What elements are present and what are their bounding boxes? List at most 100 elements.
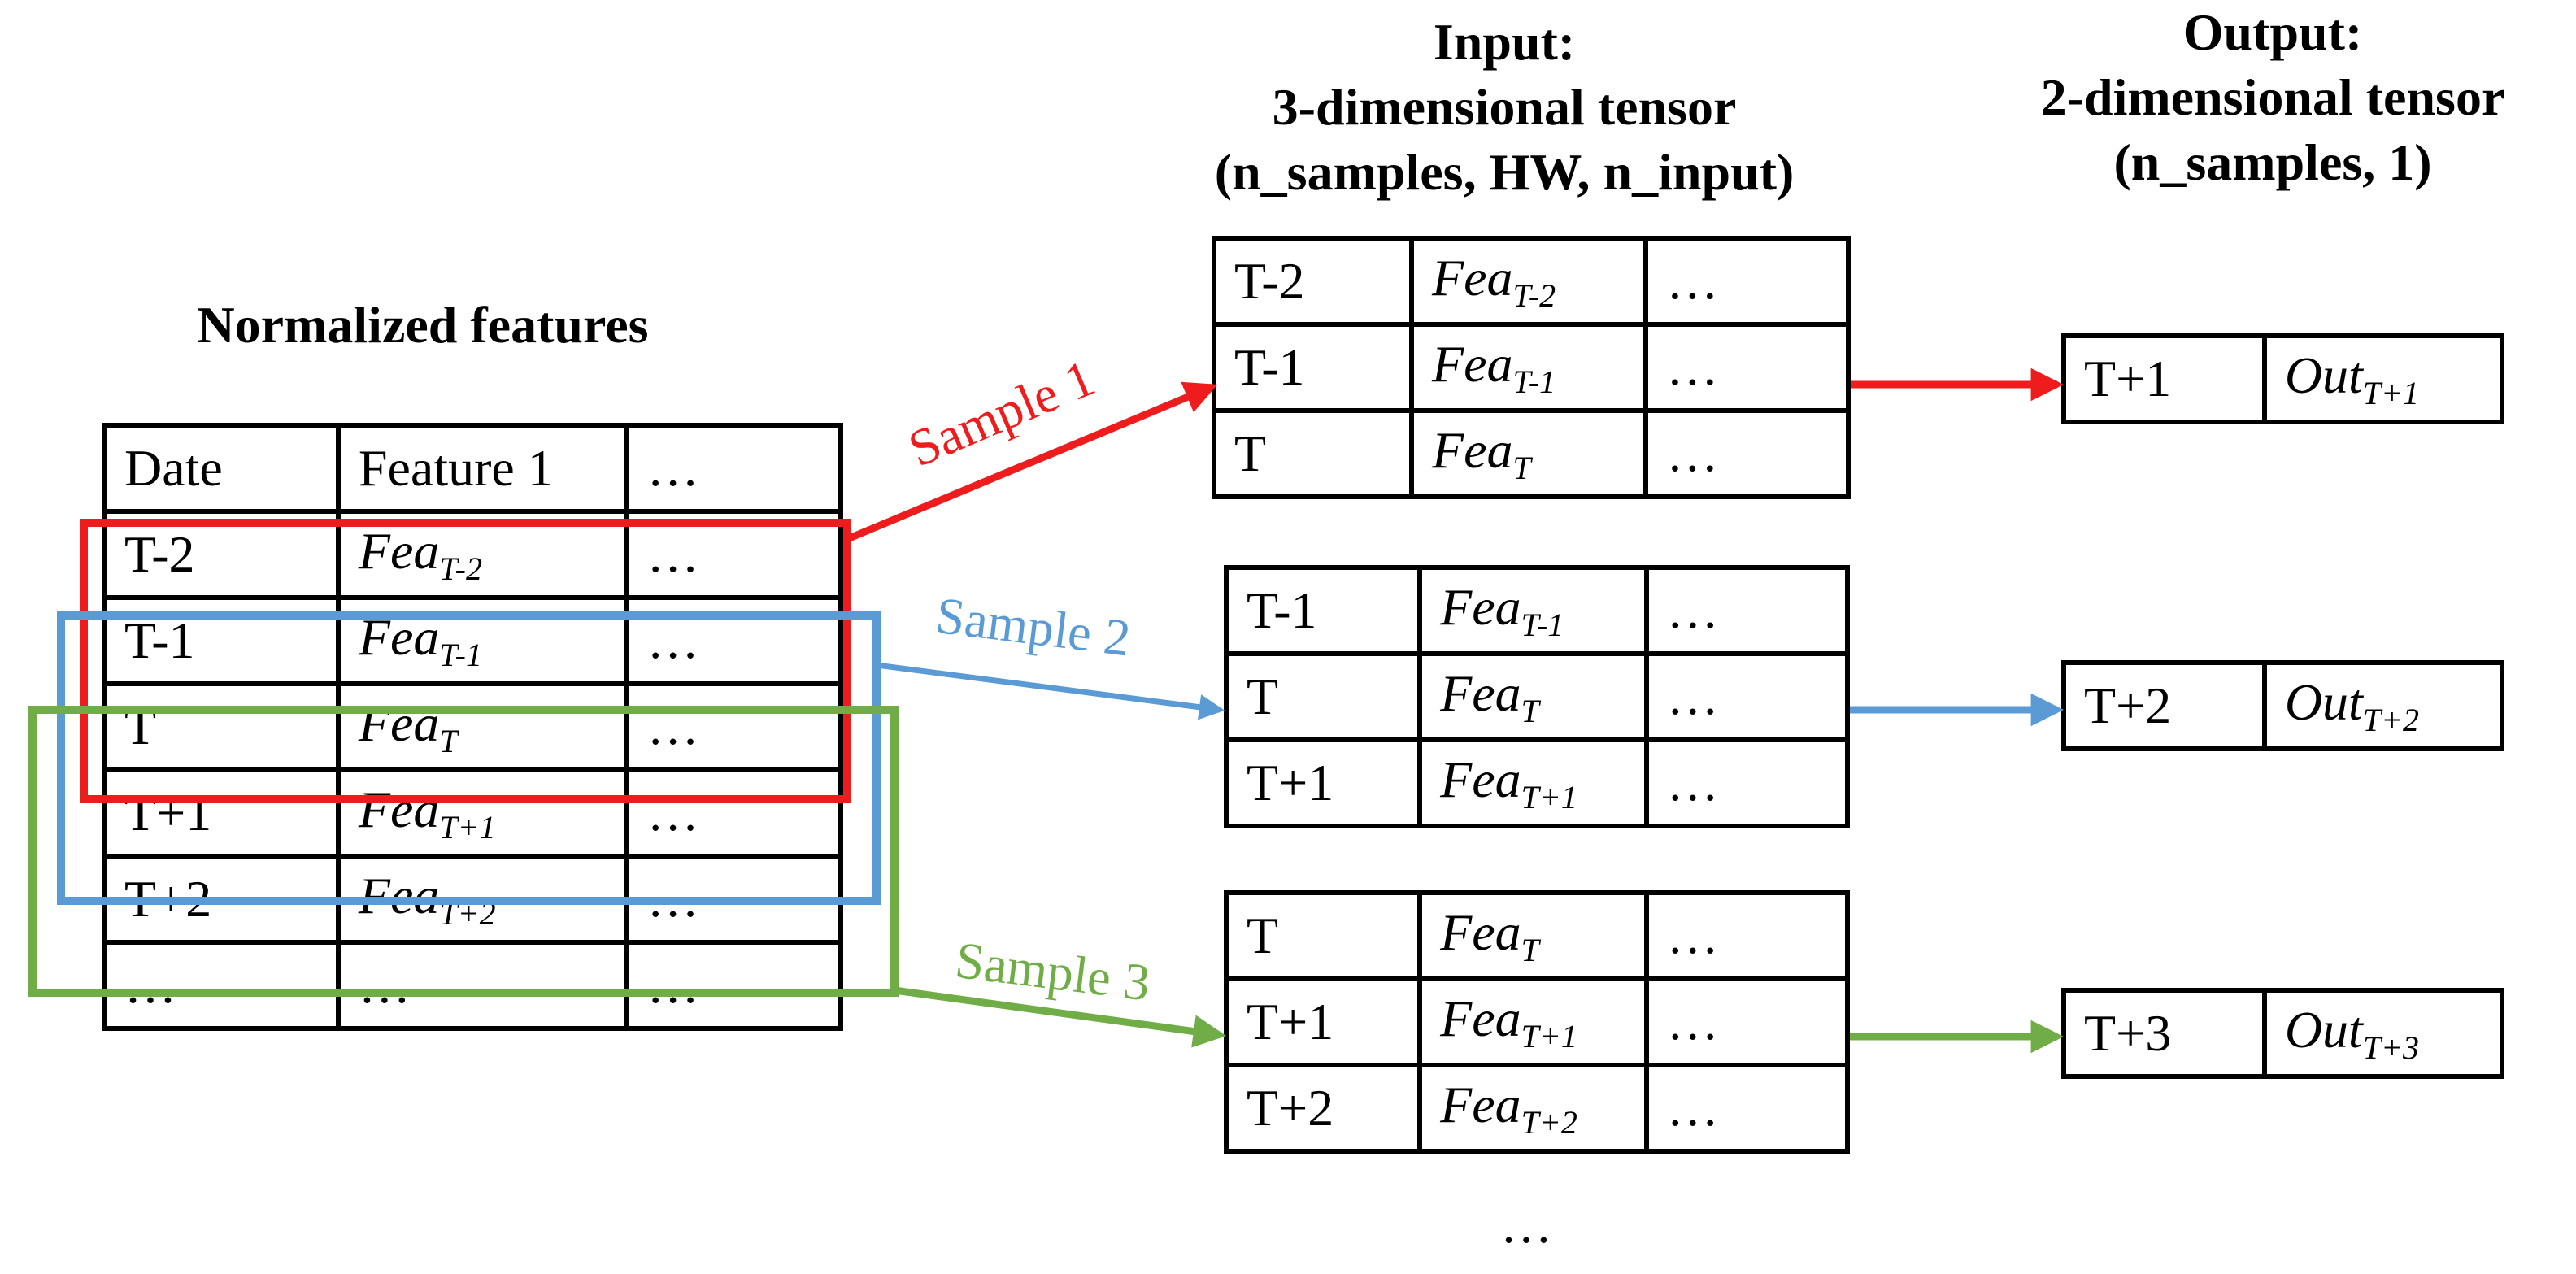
output-title-line1: Output: [2182,3,2363,61]
more-cell: … [624,940,844,1031]
sample3-input-arrow [894,986,1227,1048]
date-cell: T+1 [1223,976,1423,1067]
output-base: Out [2284,673,2363,731]
table-row: T-2 FeaT-2 … [1211,236,1851,327]
date-cell: … [102,940,341,1031]
header-more: … [624,423,844,514]
more-cell: … [1643,565,1851,656]
date-cell: T-2 [102,509,341,600]
output-subscript: T+2 [2362,702,2420,738]
input-title-line3: (n_samples, HW, n_input) [1214,143,1795,201]
more-cell: … [624,595,844,686]
feature-subscript: T [1521,693,1539,729]
sample2-output-table: T+2 OutT+2 [2061,660,2505,751]
date-cell: T-1 [102,595,341,686]
date-cell: T [1223,651,1423,742]
more-cell: … [1643,322,1851,413]
feature-base: Fea [1432,249,1513,307]
feature-subscript: T [1521,932,1539,968]
feature-base: Fea [1432,335,1513,393]
feature-base: Fea [1440,903,1521,961]
feature-subscript: T+2 [439,895,496,932]
feature-base: Fea [1440,989,1521,1047]
sample1-output-table: T+1 OutT+1 [2061,333,2505,424]
feature-base: Fea [358,608,440,666]
output-title-line2: 2-dimensional tensor [2040,68,2505,126]
more-cell: … [624,681,844,772]
feature-cell: FeaT+2 [335,854,629,945]
feature-table: Date Feature 1 … T-2 FeaT-2 … T-1 FeaT-1… [102,423,844,1031]
output-title: Output: 2-dimensional tensor (n_samples,… [1976,0,2569,195]
sample2-input-table: T-1 FeaT-1 … T FeaT … T+1 FeaT+1 … [1223,565,1851,828]
feature-base: Fea [358,780,440,838]
more-cell: … [1643,976,1851,1067]
date-cell: T-1 [1211,322,1415,413]
sample2-input-arrow [876,662,1225,720]
date-cell: T-2 [1211,236,1415,327]
feature-subscript: T-2 [439,550,482,587]
feature-base: Fea [1440,664,1521,722]
input-title: Input: 3-dimensional tensor (n_samples, … [1122,10,1886,205]
feature-base: Fea [358,867,440,924]
table-row: T+1 FeaT+1 … [1223,737,1851,828]
date-cell: T [102,681,341,772]
feature-subscript: T-2 [1512,277,1556,314]
table-row: T-1 FeaT-1 … [102,595,844,686]
feature-subscript: T+1 [1521,779,1577,815]
date-cell: T [1211,408,1415,499]
sample1-label: Sample 1 [900,349,1103,478]
feature-cell: FeaT-2 [335,509,629,600]
feature-subscript: T [439,723,458,759]
feature-subscript: T+1 [1521,1018,1577,1054]
normalized-features-title: Normalized features [197,296,649,354]
output-subscript: T+1 [2362,375,2420,411]
more-cell: … [1643,651,1851,742]
input-title-line2: 3-dimensional tensor [1272,78,1737,136]
table-row: T+2 FeaT+2 … [1223,1063,1851,1154]
output-date-cell: T+3 [2061,988,2267,1079]
feature-cell: FeaT [1417,651,1649,742]
feature-subscript: T-1 [439,637,482,673]
feature-base: Fea [358,694,440,752]
feature-cell: FeaT-2 [1409,236,1649,327]
table-row: T FeaT … [1223,890,1851,981]
output-value-cell: OutT+1 [2261,333,2505,424]
sample3-output-table: T+3 OutT+3 [2061,988,2505,1079]
feature-base: Fea [1440,1076,1521,1133]
feature-subscript: T+1 [439,809,496,846]
feature-subscript: T-1 [1521,607,1564,643]
table-row: T FeaT … [102,681,844,772]
date-cell: T-1 [1223,565,1423,656]
feature-cell: FeaT [335,681,629,772]
feature-cell: FeaT [1417,890,1649,981]
date-cell: T+1 [1223,737,1423,828]
table-row: T FeaT … [1211,408,1851,499]
sample3-label: Sample 3 [952,931,1153,1012]
more-cell: … [1643,890,1851,981]
table-header-row: Date Feature 1 … [102,423,844,514]
feature-base: Fea [358,522,440,580]
table-row: T+1 OutT+1 [2061,333,2505,424]
table-row: T FeaT … [1223,651,1851,742]
more-samples-ellipsis: … [1500,1196,1552,1254]
table-row: T-1 FeaT-1 … [1223,565,1851,656]
more-cell: … [624,854,844,945]
output-value-cell: OutT+3 [2261,988,2505,1079]
feature-base: Fea [1440,750,1521,808]
more-cell: … [1643,737,1851,828]
feature-subscript: T+2 [1521,1104,1577,1141]
more-cell: … [624,509,844,600]
table-row: T-1 FeaT-1 … [1211,322,1851,413]
date-cell: T+2 [1223,1063,1423,1154]
header-date: Date [102,423,341,514]
more-cell: … [1643,408,1851,499]
more-cell: … [1643,1063,1851,1154]
date-cell: T+1 [102,767,341,859]
table-row: T+2 OutT+2 [2061,660,2505,751]
feature-cell: FeaT-1 [335,595,629,686]
output-base: Out [2284,346,2363,404]
output-base: Out [2284,1001,2363,1059]
table-row: … … … [102,940,844,1031]
table-row: T+1 FeaT+1 … [1223,976,1851,1067]
